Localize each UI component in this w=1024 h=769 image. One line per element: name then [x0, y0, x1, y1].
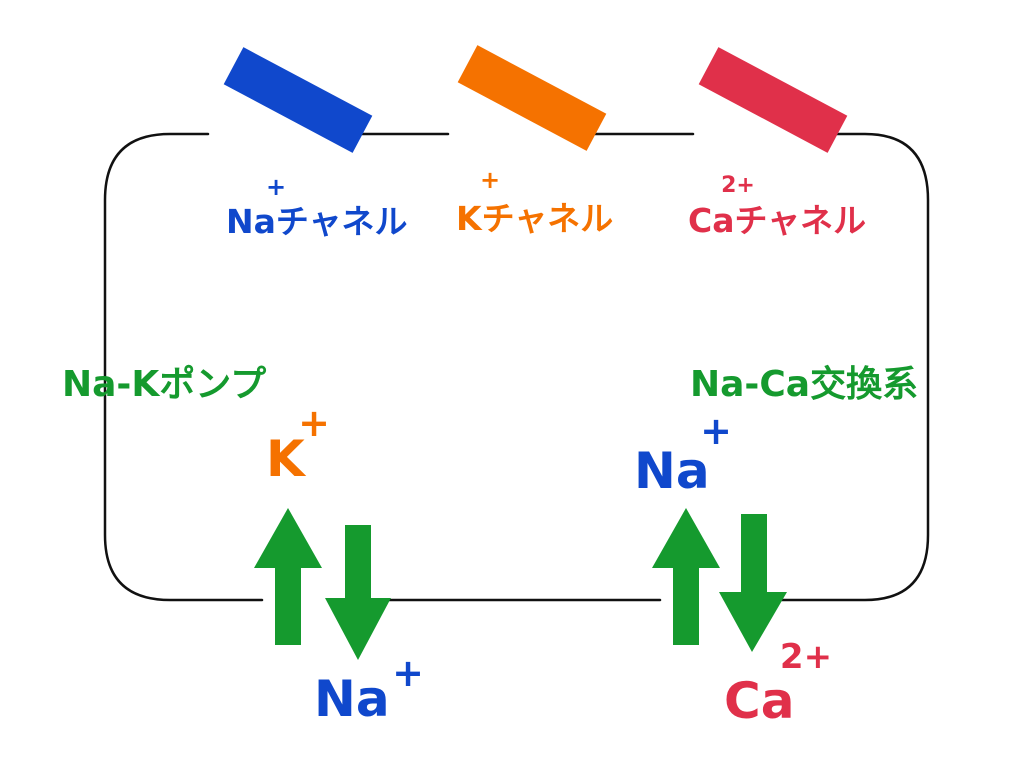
na-ca-exchanger-outside-charge: 2+ [780, 637, 832, 677]
k-channel-bar [457, 45, 607, 151]
na-ca-exchanger-outside-ion: Ca [724, 672, 794, 730]
na-k-pump-inside-charge: + [298, 401, 330, 445]
na-k-pump-outside-charge: + [392, 651, 424, 695]
na-ca-exchanger-title: Na-Ca交換系 [690, 363, 918, 405]
na-k-pump-up-arrow [254, 508, 322, 645]
na-ca-exchanger-inside-charge: + [700, 409, 732, 453]
na-ca-exchanger-down-arrow [719, 514, 787, 652]
na-k-pump-down-arrow [325, 525, 391, 660]
membrane-left-segment [103, 132, 264, 602]
na-k-pump-outside-ion: Na [314, 670, 390, 728]
cell-membrane [103, 132, 930, 602]
na-channel-bar [223, 47, 373, 153]
na-channel-charge: + [266, 173, 286, 201]
k-channel-charge: + [480, 166, 500, 194]
membrane-right-segment [768, 132, 930, 602]
na-k-pump-inside-ion: K [266, 430, 307, 488]
ca-channel-charge: 2+ [721, 173, 755, 198]
ca-channel-bar [698, 47, 848, 153]
k-channel-label: Kチャネル [456, 199, 613, 238]
ca-channel-label: Caチャネル [688, 201, 866, 240]
na-ca-exchanger-up-arrow [652, 508, 720, 645]
na-k-pump-title: Na-Kポンプ [62, 363, 266, 405]
na-ca-exchanger-inside-ion: Na [634, 442, 710, 500]
na-channel-label: Naチャネル [226, 202, 408, 241]
